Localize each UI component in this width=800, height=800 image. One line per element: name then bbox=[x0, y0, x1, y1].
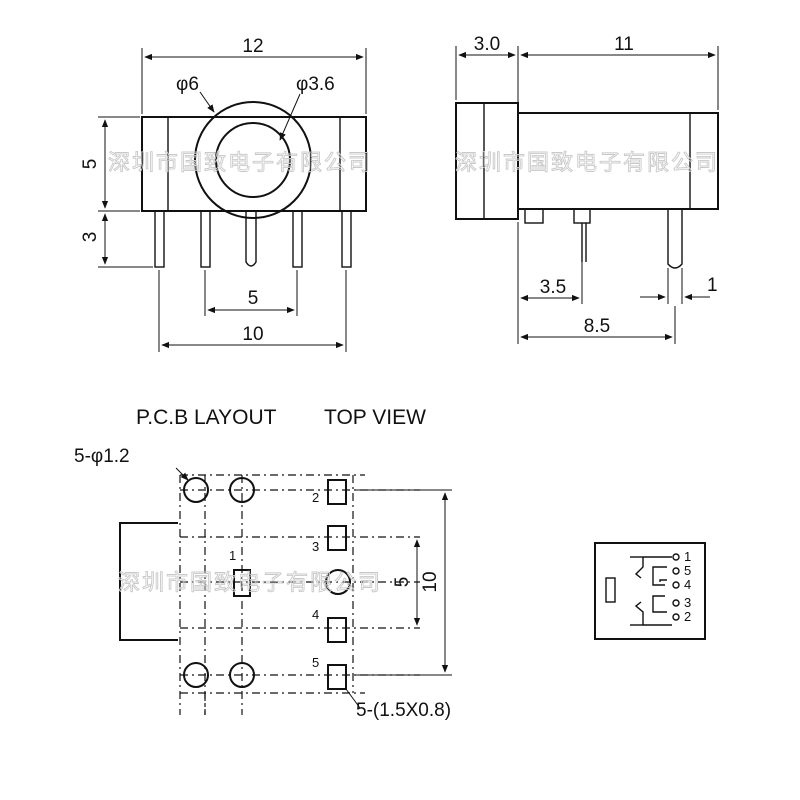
dim-body-length-label: 11 bbox=[614, 34, 634, 55]
dim-pcb-outer-label: 10 bbox=[420, 571, 441, 592]
pin bbox=[200, 210, 211, 268]
schematic-pin: 1 bbox=[684, 549, 691, 564]
side-pins bbox=[524, 208, 683, 269]
dim-flange-label: 3.0 bbox=[474, 34, 500, 55]
pin bbox=[292, 210, 303, 268]
front-pins bbox=[154, 210, 352, 268]
dim-pin-spacing-label: 5 bbox=[248, 288, 259, 309]
pad-3 bbox=[327, 525, 347, 551]
inner-hole bbox=[215, 122, 291, 198]
pad-number: 5 bbox=[312, 655, 319, 670]
dim-body-length: 11 bbox=[520, 34, 719, 110]
dim-pin-length-label: 3 bbox=[80, 232, 101, 243]
outer-ring bbox=[194, 101, 312, 219]
watermarks: 深圳市国致电子有限公司 深圳市国致电子有限公司 深圳市国致电子有限公司 bbox=[108, 151, 719, 597]
watermark: 深圳市国致电子有限公司 bbox=[455, 151, 719, 176]
dim-outer-dia-label: φ6 bbox=[176, 74, 199, 95]
mount-hole bbox=[325, 569, 351, 595]
schematic-pin: 5 bbox=[684, 563, 691, 578]
pcb-layout: P.C.B LAYOUT TOP VIEW 5-φ1.2 bbox=[74, 406, 452, 721]
pin bbox=[524, 208, 544, 224]
pad-callout: 5-(1.5X0.8) bbox=[356, 700, 451, 721]
sleeve-contact bbox=[605, 577, 616, 603]
pin bbox=[245, 211, 257, 267]
pad-1 bbox=[233, 569, 251, 597]
mount-hole bbox=[183, 477, 209, 503]
top-view-heading: TOP VIEW bbox=[324, 406, 426, 429]
dim-pin-length: 3 bbox=[80, 213, 153, 268]
dim-pcb-outer: 10 bbox=[355, 489, 452, 676]
dim-pin-offset: 3.5 bbox=[517, 222, 583, 344]
dim-inner-dia: φ3.6 bbox=[279, 74, 335, 141]
dim-flange: 3.0 bbox=[455, 34, 519, 110]
pad-2 bbox=[327, 479, 347, 505]
mount-hole bbox=[229, 662, 255, 688]
schematic-symbol: 1 5 4 3 2 bbox=[594, 542, 706, 640]
front-view: 12 φ6 φ3.6 5 3 5 bbox=[80, 36, 367, 352]
mount-hole bbox=[229, 477, 255, 503]
pin bbox=[573, 208, 591, 224]
dim-pin-width: 1 bbox=[640, 268, 718, 304]
schematic-pin: 2 bbox=[684, 609, 691, 624]
mount-hole bbox=[183, 662, 209, 688]
pin bbox=[341, 210, 352, 268]
pad-number: 1 bbox=[229, 548, 236, 563]
pad-number: 2 bbox=[312, 490, 319, 505]
front-body bbox=[141, 116, 367, 212]
dim-pin-pitch: 8.5 bbox=[520, 306, 676, 344]
watermark: 深圳市国致电子有限公司 bbox=[118, 571, 382, 596]
hole-callout: 5-φ1.2 bbox=[74, 446, 130, 467]
side-body bbox=[455, 102, 719, 220]
pcb-heading: P.C.B LAYOUT bbox=[136, 406, 277, 429]
dim-inner-dia-label: φ3.6 bbox=[296, 74, 335, 95]
pad-number: 3 bbox=[312, 539, 319, 554]
dim-pin-spacing: 5 bbox=[204, 270, 298, 316]
dim-pcb-inner-label: 5 bbox=[392, 577, 413, 588]
dim-pin-offset-label: 3.5 bbox=[540, 277, 566, 298]
pin bbox=[154, 210, 165, 268]
schematic-pin: 3 bbox=[684, 595, 691, 610]
pcb-body-outline bbox=[119, 522, 178, 641]
dim-outer-pins: 10 bbox=[158, 270, 347, 352]
dim-width: 12 bbox=[141, 36, 367, 114]
dim-body-height-label: 5 bbox=[80, 159, 101, 170]
pad-number: 4 bbox=[312, 607, 319, 622]
dim-pin-width-label: 1 bbox=[707, 275, 718, 296]
dim-pin-pitch-label: 8.5 bbox=[584, 316, 610, 337]
pad-4 bbox=[327, 617, 347, 643]
dim-body-height: 5 bbox=[80, 116, 140, 212]
watermark: 深圳市国致电子有限公司 bbox=[108, 151, 372, 176]
side-view: 3.0 11 3.5 1 8.5 bbox=[455, 34, 719, 344]
dim-pcb-inner: 5 bbox=[392, 539, 421, 626]
pad-5 bbox=[327, 664, 347, 690]
dim-outer-dia: φ6 bbox=[176, 74, 215, 113]
dim-outer-pins-label: 10 bbox=[242, 324, 263, 345]
pin bbox=[667, 209, 683, 269]
dim-width-label: 12 bbox=[242, 36, 263, 57]
schematic-pin: 4 bbox=[684, 577, 691, 592]
